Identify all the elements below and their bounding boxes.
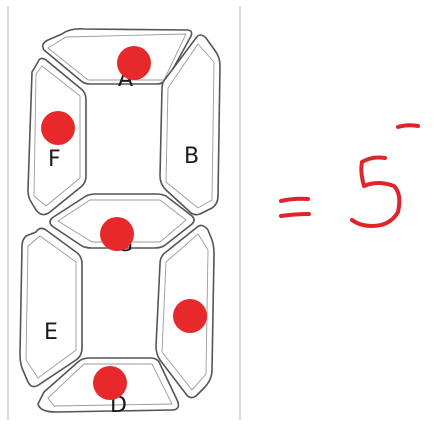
dot-segment-g [100,217,134,251]
segment-e-label: E [44,320,58,345]
segment-b: B [159,34,221,216]
dot-segment-c [173,299,207,333]
dot-segment-f [41,111,75,145]
segment-b-label: B [184,144,199,169]
dot-segment-d [93,366,127,400]
handwritten-result: = 5 [279,123,420,228]
segment-f-label: F [48,147,61,172]
segment-e: E [19,227,83,388]
handwritten-digit-five [350,123,420,228]
handwritten-equals [279,196,311,218]
dot-segment-a [117,46,151,80]
